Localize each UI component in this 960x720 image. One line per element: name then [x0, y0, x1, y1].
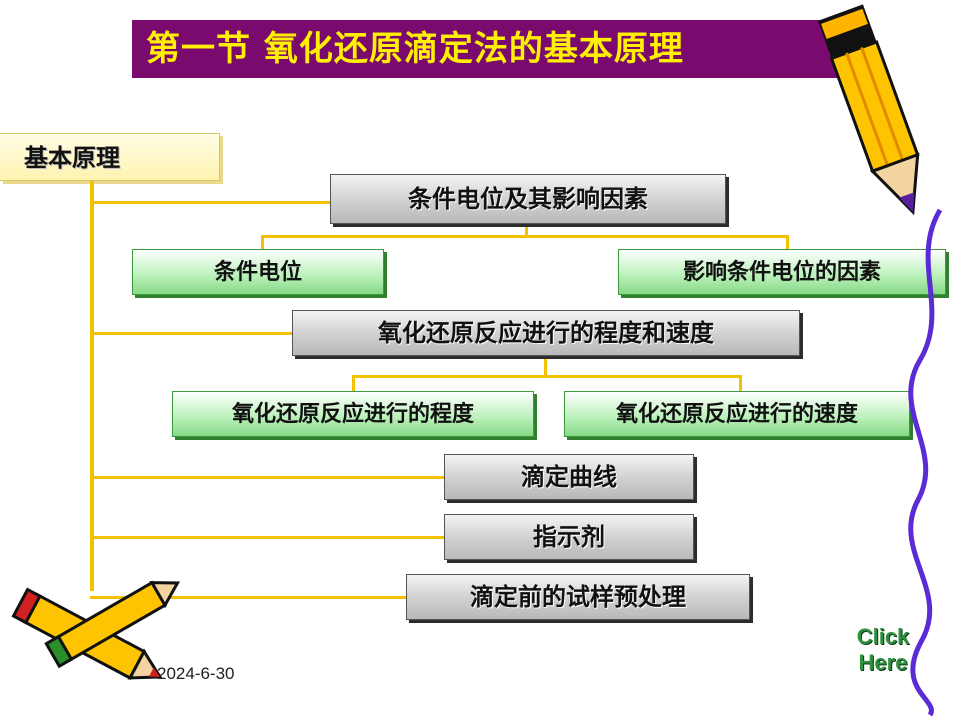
scribble-decoration	[908, 208, 943, 717]
crayons-icon	[11, 580, 181, 680]
slide-date: 2024-6-30	[157, 664, 235, 683]
node-conditional-potential-factors: 条件电位及其影响因素	[330, 174, 726, 224]
page-title: 第一节 氧化还原滴定法的基本原理	[132, 20, 850, 78]
node-redox-rate: 氧化还原反应进行的速度	[564, 391, 910, 437]
root-node: 基本原理	[0, 133, 220, 181]
click-here-button[interactable]: Click Here	[848, 624, 918, 680]
node-sample-pretreatment: 滴定前的试样预处理	[406, 574, 750, 620]
node-titration-curve: 滴定曲线	[444, 454, 694, 500]
pencil-icon	[817, 4, 920, 216]
click-here-line1: Click	[856, 624, 910, 649]
node-factors-affecting-potential: 影响条件电位的因素	[618, 249, 946, 295]
node-redox-degree: 氧化还原反应进行的程度	[172, 391, 534, 437]
click-here-line2: Here	[858, 650, 908, 675]
node-indicator: 指示剂	[444, 514, 694, 560]
node-redox-degree-and-rate: 氧化还原反应进行的程度和速度	[292, 310, 800, 356]
node-conditional-potential: 条件电位	[132, 249, 384, 295]
